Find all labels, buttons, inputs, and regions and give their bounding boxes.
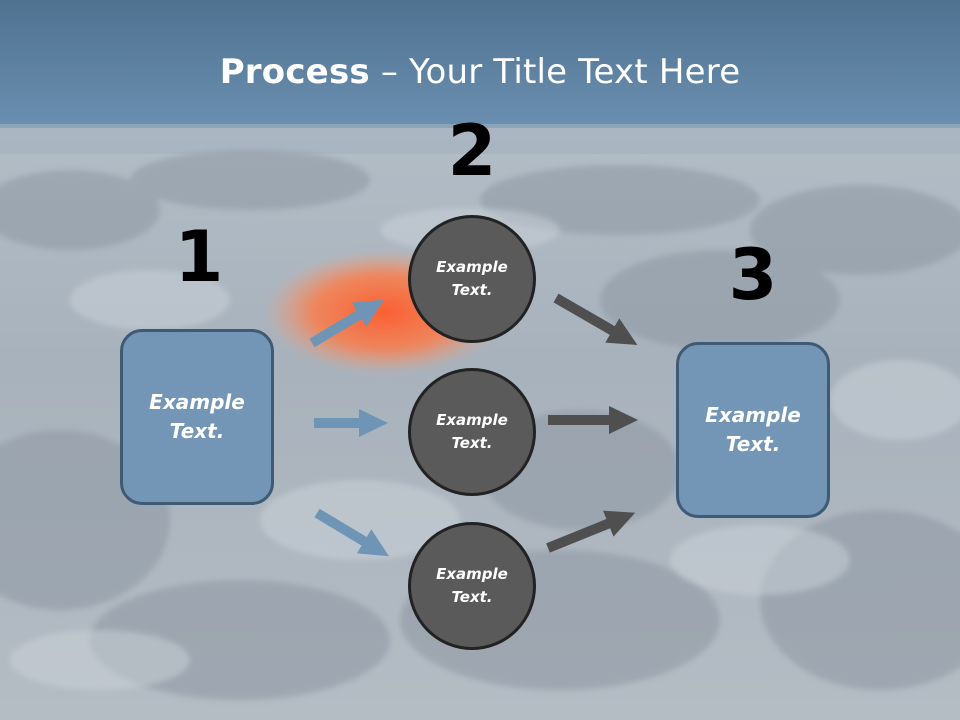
arrow-left-to-bottom: [314, 508, 390, 557]
arrow-top-to-right: [553, 293, 638, 345]
circle-top: Example Text.: [408, 215, 536, 343]
left-example-box: Example Text.: [120, 329, 274, 505]
arrow-left-to-middle: [314, 409, 388, 437]
arrow-bottom-to-right: [546, 510, 636, 553]
arrow-middle-to-right: [548, 406, 638, 434]
title-bold: Process: [219, 52, 370, 92]
right-example-box: Example Text.: [676, 342, 830, 518]
circle-bottom-text: Example Text.: [436, 565, 508, 606]
step-number-3: 3: [728, 234, 778, 316]
arrow-left-to-top: [309, 299, 385, 348]
right-box-text: Example Text.: [705, 403, 801, 456]
step-number-1: 1: [174, 216, 224, 298]
circle-middle-text: Example Text.: [436, 411, 508, 452]
title-rest: – Your Title Text Here: [369, 52, 741, 92]
left-box-text: Example Text.: [149, 390, 245, 443]
slide-title: Process – Your Title Text Here: [0, 52, 960, 92]
circle-bottom: Example Text.: [408, 522, 536, 650]
circle-middle: Example Text.: [408, 368, 536, 496]
step-number-2: 2: [447, 110, 497, 192]
circle-top-text: Example Text.: [436, 258, 508, 299]
